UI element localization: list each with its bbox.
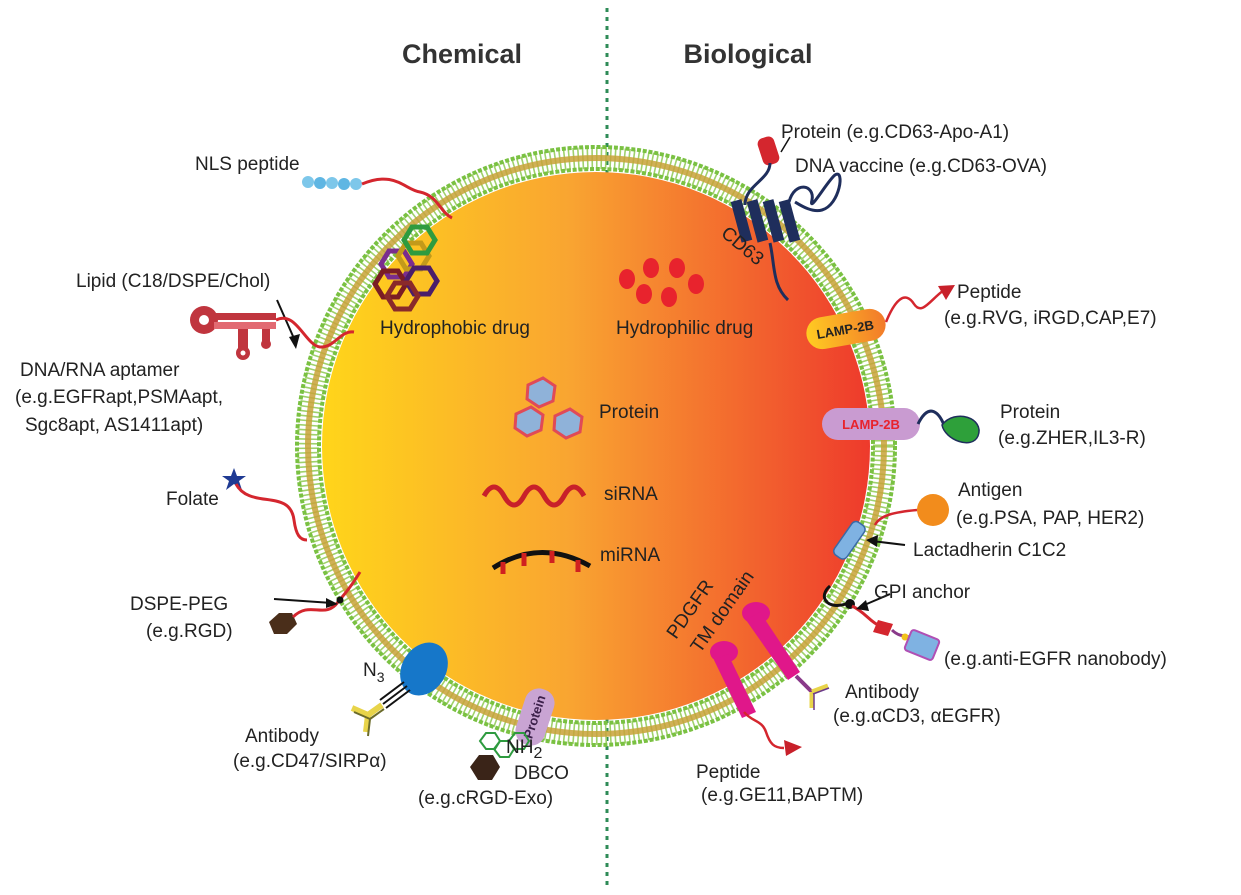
mirna-label: miRNA	[600, 545, 660, 566]
protein-zher-label-line1: Protein	[1000, 402, 1060, 423]
aptamer-label-line3: Sgc8apt, AS1411apt)	[25, 415, 203, 436]
gpi-anchor-icon	[823, 584, 941, 661]
hydrophobic-drug-icon	[372, 224, 440, 312]
antigen-label-line2: (e.g.PSA, PAP, HER2)	[956, 508, 1144, 529]
lamp2b-protein-icon: LAMP-2B	[822, 408, 980, 444]
aptamer-label-line1: DNA/RNA aptamer	[20, 360, 180, 381]
cd63-icon	[730, 136, 842, 302]
dspe-peg-label-line1: DSPE-PEG	[130, 594, 228, 615]
dbco-label: DBCO	[514, 763, 569, 784]
heading-chemical: Chemical	[402, 39, 522, 69]
protein-cargo-label: Protein	[599, 402, 659, 423]
antigen-label-line1: Antigen	[958, 480, 1022, 501]
dbco-example-label: (e.g.cRGD-Exo)	[418, 788, 553, 809]
mirna-icon	[491, 550, 592, 574]
peptide-label-line2: (e.g.RVG, iRGD,CAP,E7)	[944, 308, 1157, 329]
protein-zher-label-line2: (e.g.ZHER,IL3-R)	[998, 428, 1146, 449]
aptamer-label-line2: (e.g.EGFRapt,PSMAapt,	[15, 387, 223, 408]
hydrophilic-drug-label: Hydrophilic drug	[616, 318, 753, 339]
nh2-label: NH2	[506, 737, 542, 762]
hydrophilic-drug-icon	[619, 258, 704, 307]
azide-label: N3	[363, 660, 385, 685]
aptamer-icon	[190, 306, 355, 360]
antibody-bio-label-line2: (e.g.αCD3, αEGFR)	[833, 706, 1001, 727]
lamp2b-tag-b: LAMP-2B	[842, 417, 900, 432]
exosome-membrane	[295, 145, 897, 747]
protein-apo-label: Protein (e.g.CD63-Apo-A1)	[781, 122, 1009, 143]
folate-label: Folate	[166, 489, 219, 510]
folate-icon	[222, 468, 308, 542]
exosome-core	[322, 172, 870, 720]
lipid-label: Lipid (C18/DSPE/Chol)	[76, 271, 270, 292]
antibody-chem-label-line1: Antibody	[245, 726, 319, 747]
hydrophobic-drug-label: Hydrophobic drug	[380, 318, 530, 339]
sirna-label: siRNA	[604, 484, 658, 505]
antibody-azide-icon	[350, 642, 448, 737]
heading-biological: Biological	[683, 39, 812, 69]
lactadherin-label: Lactadherin C1C2	[913, 540, 1066, 561]
dspe-peg-icon	[269, 571, 362, 634]
nanobody-label: (e.g.anti-EGFR nanobody)	[944, 649, 1167, 670]
dna-vaccine-label: DNA vaccine (e.g.CD63-OVA)	[795, 156, 1047, 177]
peptide-label-line1: Peptide	[957, 282, 1021, 303]
antigen-lactadherin-icon	[833, 494, 949, 560]
peptide2-label-line2: (e.g.GE11,BAPTM)	[701, 785, 863, 806]
protein-dbco-icon: Protein	[470, 688, 555, 780]
protein-cargo-icon	[513, 376, 584, 440]
antibody-bio-icon	[742, 602, 830, 710]
pdgfr-peptide-icon	[710, 641, 802, 756]
antibody-bio-label-line1: Antibody	[845, 682, 919, 703]
sirna-icon	[481, 484, 587, 508]
nls-peptide-icon	[302, 176, 453, 220]
dspe-peg-label-line2: (e.g.RGD)	[146, 621, 233, 642]
antibody-chem-label-line2: (e.g.CD47/SIRPα)	[233, 751, 387, 772]
peptide2-label-line1: Peptide	[696, 762, 760, 783]
nls-peptide-label: NLS peptide	[195, 154, 300, 175]
gpi-anchor-label: GPI anchor	[874, 582, 971, 603]
lamp2b-peptide-icon: LAMP-2B	[806, 285, 955, 350]
lipid-arrow	[276, 299, 300, 349]
